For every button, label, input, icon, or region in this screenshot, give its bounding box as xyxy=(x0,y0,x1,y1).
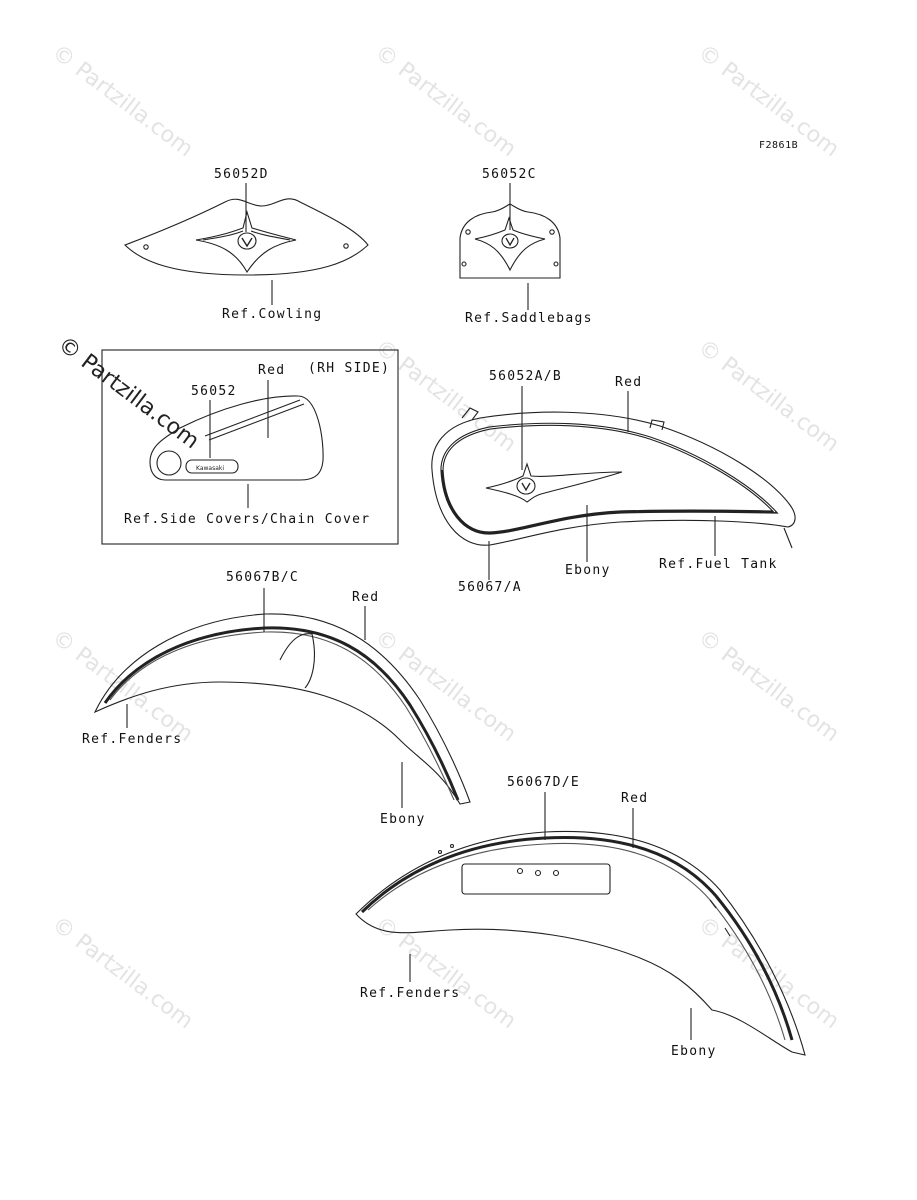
part-number-56052: 56052 xyxy=(191,384,237,399)
saddlebag-emblem xyxy=(459,203,561,279)
ref-fenders-label: Ref.Fenders xyxy=(82,732,183,747)
rear-fender-drawing xyxy=(355,830,806,1056)
color-label-red: Red xyxy=(615,375,643,390)
rh-side-inset-box xyxy=(101,349,399,545)
ref-saddlebags-label: Ref.Saddlebags xyxy=(465,311,593,326)
color-label-red: Red xyxy=(621,791,649,806)
emblem-text: Kawasaki xyxy=(196,465,224,472)
color-label-ebony: Ebony xyxy=(380,812,426,827)
part-number-56052AB: 56052A/B xyxy=(489,369,563,384)
ref-fenders-label: Ref.Fenders xyxy=(360,986,461,1001)
ref-cowling-label: Ref.Cowling xyxy=(222,307,323,322)
color-label-ebony: Ebony xyxy=(671,1044,717,1059)
color-label-red: Red xyxy=(258,363,286,378)
side-cover-decal xyxy=(149,395,324,481)
part-number-56067BC: 56067B/C xyxy=(226,570,300,585)
front-fender-drawing xyxy=(93,613,471,805)
ref-side-covers-label: Ref.Side Covers/Chain Cover xyxy=(124,512,371,527)
color-label-ebony: Ebony xyxy=(565,563,611,578)
part-number-56067DE: 56067D/E xyxy=(507,775,581,790)
figure-code: F2861B xyxy=(759,140,799,151)
rh-side-label: (RH SIDE) xyxy=(308,361,391,376)
color-label-red: Red xyxy=(352,590,380,605)
cowling-emblem xyxy=(124,198,369,276)
part-number-56052D: 56052D xyxy=(214,167,269,182)
ref-fuel-tank-label: Ref.Fuel Tank xyxy=(659,557,778,572)
part-number-56067A: 56067/A xyxy=(458,580,522,595)
fuel-tank-drawing xyxy=(431,407,796,549)
part-number-56052C: 56052C xyxy=(482,167,537,182)
